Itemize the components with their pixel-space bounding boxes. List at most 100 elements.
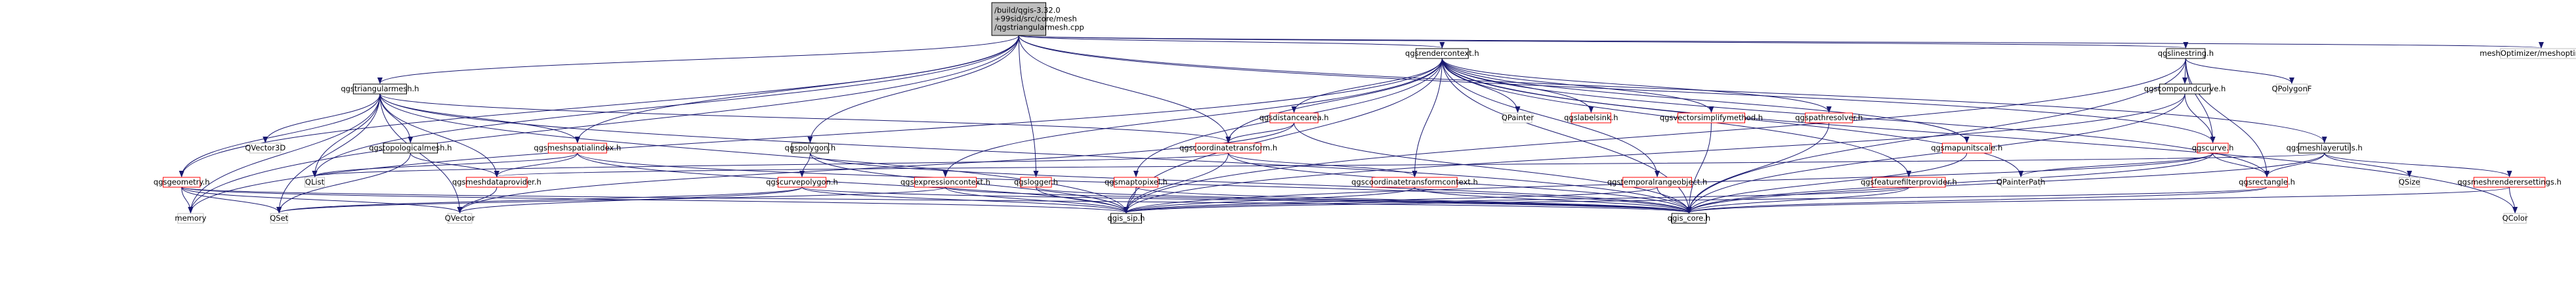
node-label-qset: QSet: [270, 213, 288, 223]
edge-qgslinestring-to-qgscurve: [2185, 58, 2216, 143]
edge-root-to-meshoptimizer: [1018, 35, 2543, 49]
node-qgsmeshdataprovider[interactable]: qgsmeshdataprovider.h: [452, 177, 541, 188]
edge-qgsrendercontext-to-qgstemporalrangeobject: [1441, 58, 1660, 177]
node-label-qgsfeaturefilterprovider: qgsfeaturefilterprovider.h: [1861, 177, 1957, 187]
edge-qgstriangularmesh-to-qgstopologicalmesh: [379, 93, 413, 143]
node-box-qgsrectangle: [2246, 177, 2288, 188]
node-box-qlist: [304, 177, 326, 188]
node-label-qgscurvepolygon: qgscurvepolygon.h: [766, 177, 838, 187]
node-qgsmeshlayerutils[interactable]: qgsmeshlayerutils.h: [2287, 143, 2363, 154]
node-qgsexpressioncontext[interactable]: qgsexpressioncontext.h: [900, 177, 990, 188]
node-label-root: +99sid/src/core/mesh: [994, 14, 1077, 24]
node-qgsmeshspatialindex[interactable]: qgsmeshspatialindex.h: [534, 143, 621, 154]
node-box-memory: [177, 213, 204, 224]
edge-qgsrendercontext-to-memory: [188, 58, 1443, 213]
node-qgsgeometry[interactable]: qgsgeometry.h: [154, 177, 210, 188]
edge-qgsexpressioncontext-to-qset: [276, 187, 946, 213]
node-memory: memory: [175, 213, 207, 224]
edge-qgsgeometry-to-qset: [181, 187, 282, 213]
node-box-qgscompoundcurve: [2159, 83, 2211, 95]
node-qgscurve[interactable]: qgscurve.h: [2192, 143, 2234, 154]
node-box-qgsmeshrenderersettings: [2473, 177, 2546, 188]
node-qgsmapunitscale[interactable]: qgsmapunitscale.h: [1931, 143, 2002, 154]
node-qgspathresolver[interactable]: qgspathresolver.h: [1795, 112, 1863, 123]
node-box-qgslogger: [1020, 177, 1052, 188]
edge-qgscompoundcurve-to-qgis_sip: [1124, 93, 2185, 213]
edge-qgslinestring-to-qgis_core: [1686, 58, 2186, 213]
node-qgsrectangle[interactable]: qgsrectangle.h: [2239, 177, 2295, 188]
node-qgsmaptopixel[interactable]: qgsmaptopixel.h: [1105, 177, 1168, 188]
node-qgslogger[interactable]: qgslogger.h: [1014, 177, 1058, 188]
node-qgscoordinatetransform[interactable]: qgscoordinatetransform.h: [1179, 143, 1277, 154]
node-qgis_core[interactable]: qgis_core.h: [1668, 213, 1710, 224]
node-qgspolygon[interactable]: qgspolygon.h: [785, 143, 836, 154]
edge-qgsmeshspatialindex-to-qlist: [312, 152, 578, 177]
node-box-root: [991, 2, 1047, 36]
node-qgstriangularmesh[interactable]: qgstriangularmesh.h: [341, 83, 419, 95]
edge-root-to-qgscurve: [1018, 35, 2216, 143]
node-label-qpainterpath: QPainterPath: [1996, 177, 2046, 187]
node-label-meshoptimizer: meshOptimizer/meshoptimizer.h: [2480, 49, 2576, 58]
node-label-qgsmeshspatialindex: qgsmeshspatialindex.h: [534, 143, 621, 152]
node-qgsdistancearea[interactable]: qgsdistancearea.h: [1259, 112, 1329, 123]
edge-qgsrendercontext-to-qgsexpressioncontext: [942, 58, 1443, 177]
node-box-qgsmapunitscale: [1941, 143, 1992, 154]
node-label-qgsmeshrenderersettings: qgsmeshrenderersettings.h: [2457, 177, 2561, 187]
node-qvector3d: QVector3D: [245, 143, 285, 154]
node-box-qgslabelsink: [1571, 112, 1611, 123]
node-qgis_sip[interactable]: qgis_sip.h: [1107, 213, 1145, 224]
node-qgsfeaturefilterprovider[interactable]: qgsfeaturefilterprovider.h: [1861, 177, 1957, 188]
edge-qgstriangularmesh-to-qgis_sip: [379, 93, 1129, 213]
node-box-qsize: [2398, 177, 2420, 188]
edge-qgsexpressioncontext-to-qgis_sip: [944, 187, 1129, 213]
node-label-root: /qgstriangularmesh.cpp: [994, 23, 1084, 32]
node-box-qcolor: [2503, 213, 2527, 224]
node-label-qgscurve: qgscurve.h: [2192, 143, 2234, 152]
edge-qgsrendercontext-to-qgsdistancearea: [1291, 58, 1443, 113]
node-qgsrendercontext[interactable]: qgsrendercontext.h: [1405, 48, 1479, 59]
edge-qgsmeshlayerutils-to-qgsrectangle: [2264, 152, 2325, 177]
node-qgslinestring[interactable]: qgslinestring.h: [2158, 48, 2214, 59]
edges-layer: [179, 35, 2543, 213]
node-qgstemporalrangeobject[interactable]: qgstemporalrangeobject.h: [1607, 177, 1708, 188]
node-box-qgsmeshspatialindex: [547, 143, 607, 154]
edge-qgscoordinatetransform-to-qgis_sip: [1123, 152, 1229, 213]
node-box-qgsgeometry: [163, 177, 201, 188]
edge-qgscoordinatetransformcontext-to-qgis_core: [1414, 187, 1692, 213]
node-qgstopologicalmesh[interactable]: qgstopologicalmesh.h: [369, 143, 452, 154]
node-label-qgscompoundcurve: qgscompoundcurve.h: [2144, 84, 2226, 93]
edge-qgslogger-to-qgis_sip: [1036, 187, 1129, 213]
edge-qgsfeaturefilterprovider-to-qgis_core: [1686, 187, 1909, 213]
node-qgsmeshrenderersettings[interactable]: qgsmeshrenderersettings.h: [2457, 177, 2562, 188]
node-label-qgsrendercontext: qgsrendercontext.h: [1405, 49, 1479, 58]
node-root[interactable]: /build/qgis-3.32.0+99sid/src/core/mesh/q…: [991, 2, 1084, 36]
node-label-qgsmeshlayerutils: qgsmeshlayerutils.h: [2287, 143, 2363, 152]
node-label-qgslogger: qgslogger.h: [1014, 177, 1058, 187]
edge-qgscoordinatetransformcontext-to-qgis_sip: [1124, 187, 1415, 213]
node-qgscompoundcurve[interactable]: qgscompoundcurve.h: [2144, 83, 2226, 95]
node-label-root: /build/qgis-3.32.0: [994, 6, 1061, 15]
node-label-qpainter: QPainter: [1502, 113, 1534, 122]
node-label-qpolygonf: QPolygonF: [2272, 84, 2312, 93]
node-qsize: QSize: [2398, 177, 2420, 188]
node-qgsvectorsimplifymethod[interactable]: qgsvectorsimplifymethod.h: [1660, 112, 1763, 123]
node-box-qgsrendercontext: [1415, 48, 1469, 59]
edge-qgscoordinatetransform-to-qlist: [312, 152, 1229, 177]
edge-root-to-qgsmeshspatialindex: [574, 35, 1019, 143]
node-label-qgslabelsink: qgslabelsink.h: [1564, 113, 1618, 122]
node-qgslabelsink[interactable]: qgslabelsink.h: [1564, 112, 1618, 123]
edge-qgsgeometry-to-qgis_sip: [181, 187, 1129, 213]
edge-qgsmeshrenderersettings-to-qcolor: [2509, 187, 2518, 213]
edge-qgsdistancearea-to-qgis_core: [1294, 122, 1692, 213]
node-qgscurvepolygon[interactable]: qgscurvepolygon.h: [766, 177, 838, 188]
node-box-qgstemporalrangeobject: [1622, 177, 1692, 188]
edge-qgscurve-to-qpainterpath: [2018, 152, 2214, 177]
edge-qgsmeshlayerutils-to-qsize: [2324, 152, 2413, 177]
node-label-qgsmapunitscale: qgsmapunitscale.h: [1931, 143, 2002, 152]
node-box-qgspathresolver: [1805, 112, 1853, 123]
node-label-qgslinestring: qgslinestring.h: [2158, 49, 2214, 58]
edge-qgscurvepolygon-to-qgis_core: [801, 187, 1691, 213]
edge-qgsrectangle-to-qgis_core: [1686, 187, 2268, 213]
node-box-qgsvectorsimplifymethod: [1677, 112, 1746, 123]
node-qgscoordinatetransformcontext[interactable]: qgscoordinatetransformcontext.h: [1351, 177, 1478, 188]
